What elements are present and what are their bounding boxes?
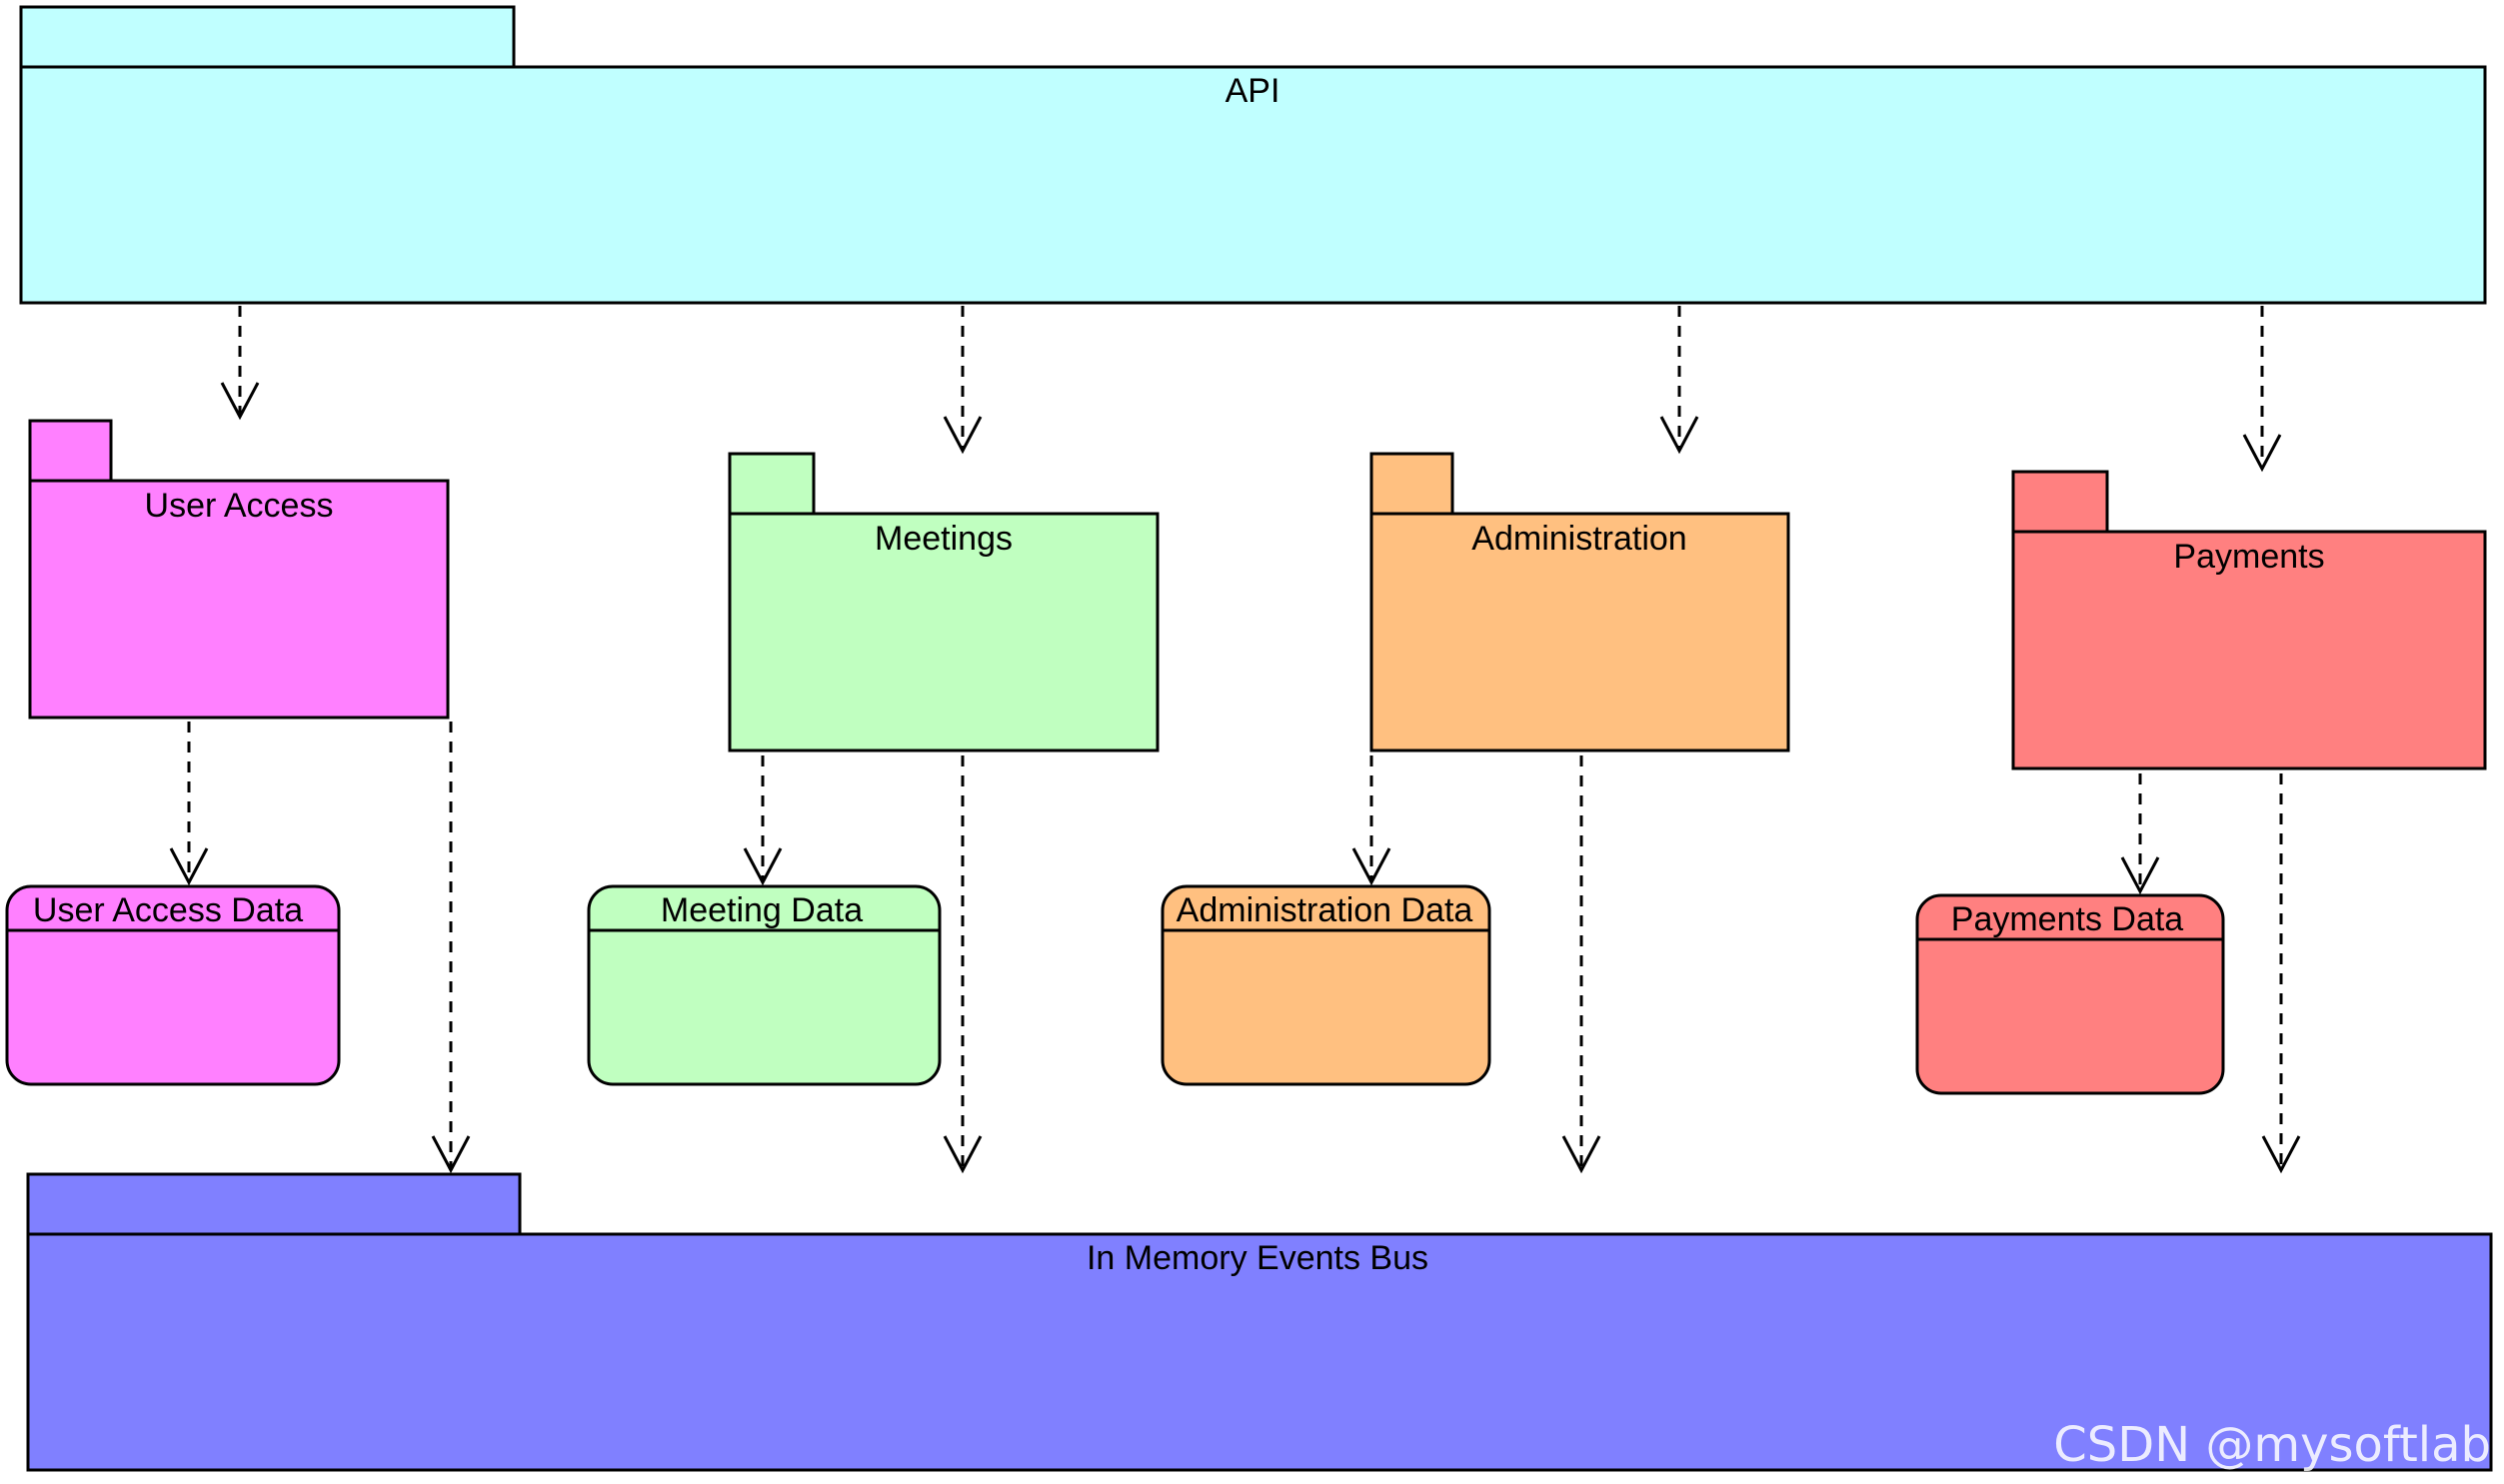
package-payments-tab (2011, 470, 2109, 534)
database-meeting-data[interactable]: Meeting Data (587, 884, 942, 1086)
dependency-meetings-data (743, 755, 783, 886)
open-arrow-icon (2261, 1135, 2301, 1174)
database-user-access-data-body (5, 884, 341, 1086)
open-arrow-icon (1561, 1135, 1601, 1174)
dependency-administration-data (1351, 755, 1391, 886)
package-administration[interactable]: Administration (1369, 452, 1790, 752)
package-administration-body (1369, 512, 1790, 752)
open-arrow-icon (943, 416, 983, 455)
open-arrow-icon (169, 847, 209, 886)
database-meeting-data-body (587, 884, 942, 1086)
open-arrow-icon (1351, 847, 1391, 886)
package-events-bus[interactable]: In Memory Events Bus (26, 1172, 2493, 1472)
dependency-api-meetings (943, 306, 983, 455)
package-events-bus-label: In Memory Events Bus (1087, 1239, 1428, 1277)
dependency-meetings-events-bus (943, 755, 983, 1174)
database-meeting-data-label: Meeting Data (661, 891, 863, 929)
database-user-access-data[interactable]: User Access Data (5, 884, 341, 1086)
open-arrow-icon (743, 847, 783, 886)
database-payments-data[interactable]: Payments Data (1915, 893, 2225, 1095)
package-events-bus-tab (26, 1172, 522, 1236)
dependency-api-payments (2242, 306, 2282, 473)
package-user-access-label: User Access (145, 487, 334, 525)
dependency-administration-events-bus (1561, 755, 1601, 1174)
package-user-access-tab (28, 419, 113, 483)
package-payments[interactable]: Payments (2011, 470, 2487, 770)
package-api-label: API (1226, 72, 1280, 110)
database-payments-data-body (1915, 893, 2225, 1095)
dependency-api-user-access (220, 306, 260, 421)
package-api-body (19, 65, 2487, 305)
package-administration-tab (1369, 452, 1454, 516)
open-arrow-icon (431, 1135, 471, 1174)
package-events-bus-body (26, 1232, 2493, 1472)
dependency-api-administration (1659, 306, 1699, 455)
dependency-user-access-events-bus (431, 722, 471, 1174)
open-arrow-icon (220, 382, 260, 421)
open-arrow-icon (943, 1135, 983, 1174)
package-meetings-label: Meetings (875, 520, 1013, 558)
dependency-user-access-data (169, 722, 209, 886)
package-meetings-tab (728, 452, 816, 516)
open-arrow-icon (1659, 416, 1699, 455)
database-administration-data-body (1161, 884, 1491, 1086)
watermark-text: CSDN @mysoftlab (2053, 1417, 2491, 1473)
package-user-access-body (28, 479, 450, 720)
package-payments-label: Payments (2173, 538, 2324, 576)
package-payments-body (2011, 530, 2487, 770)
package-meetings-body (728, 512, 1160, 752)
database-payments-data-label: Payments Data (1951, 900, 2184, 938)
database-administration-data[interactable]: Administration Data (1161, 884, 1491, 1086)
dependency-payments-events-bus (2261, 773, 2301, 1174)
package-api[interactable]: API (19, 5, 2487, 305)
database-user-access-data-label: User Access Data (33, 891, 303, 929)
package-api-tab (19, 5, 516, 69)
database-administration-data-label: Administration Data (1177, 891, 1473, 929)
open-arrow-icon (2120, 856, 2160, 895)
open-arrow-icon (2242, 434, 2282, 473)
dependency-payments-data (2120, 773, 2160, 895)
package-user-access[interactable]: User Access (28, 419, 450, 720)
package-meetings[interactable]: Meetings (728, 452, 1160, 752)
package-administration-label: Administration (1471, 520, 1686, 558)
